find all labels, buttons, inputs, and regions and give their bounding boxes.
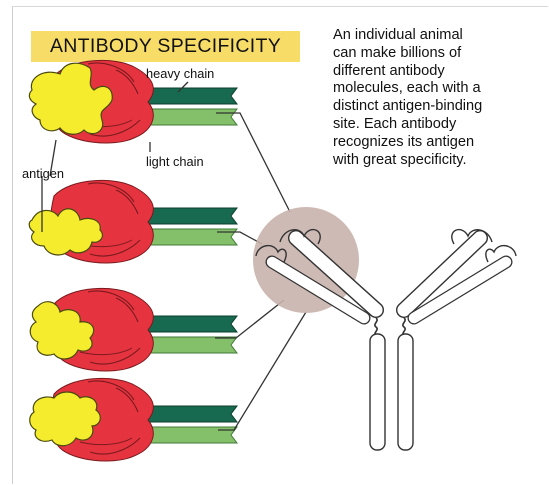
antigen-shape-4 bbox=[30, 392, 101, 446]
label-light-chain: light chain bbox=[146, 154, 204, 169]
antibody-binding-site-2 bbox=[29, 180, 237, 263]
label-heavy-chain: heavy chain bbox=[146, 66, 214, 81]
label-antigen: antigen bbox=[22, 166, 64, 181]
antibody-binding-site-3 bbox=[30, 288, 237, 371]
antibody-binding-site-4 bbox=[30, 378, 237, 461]
